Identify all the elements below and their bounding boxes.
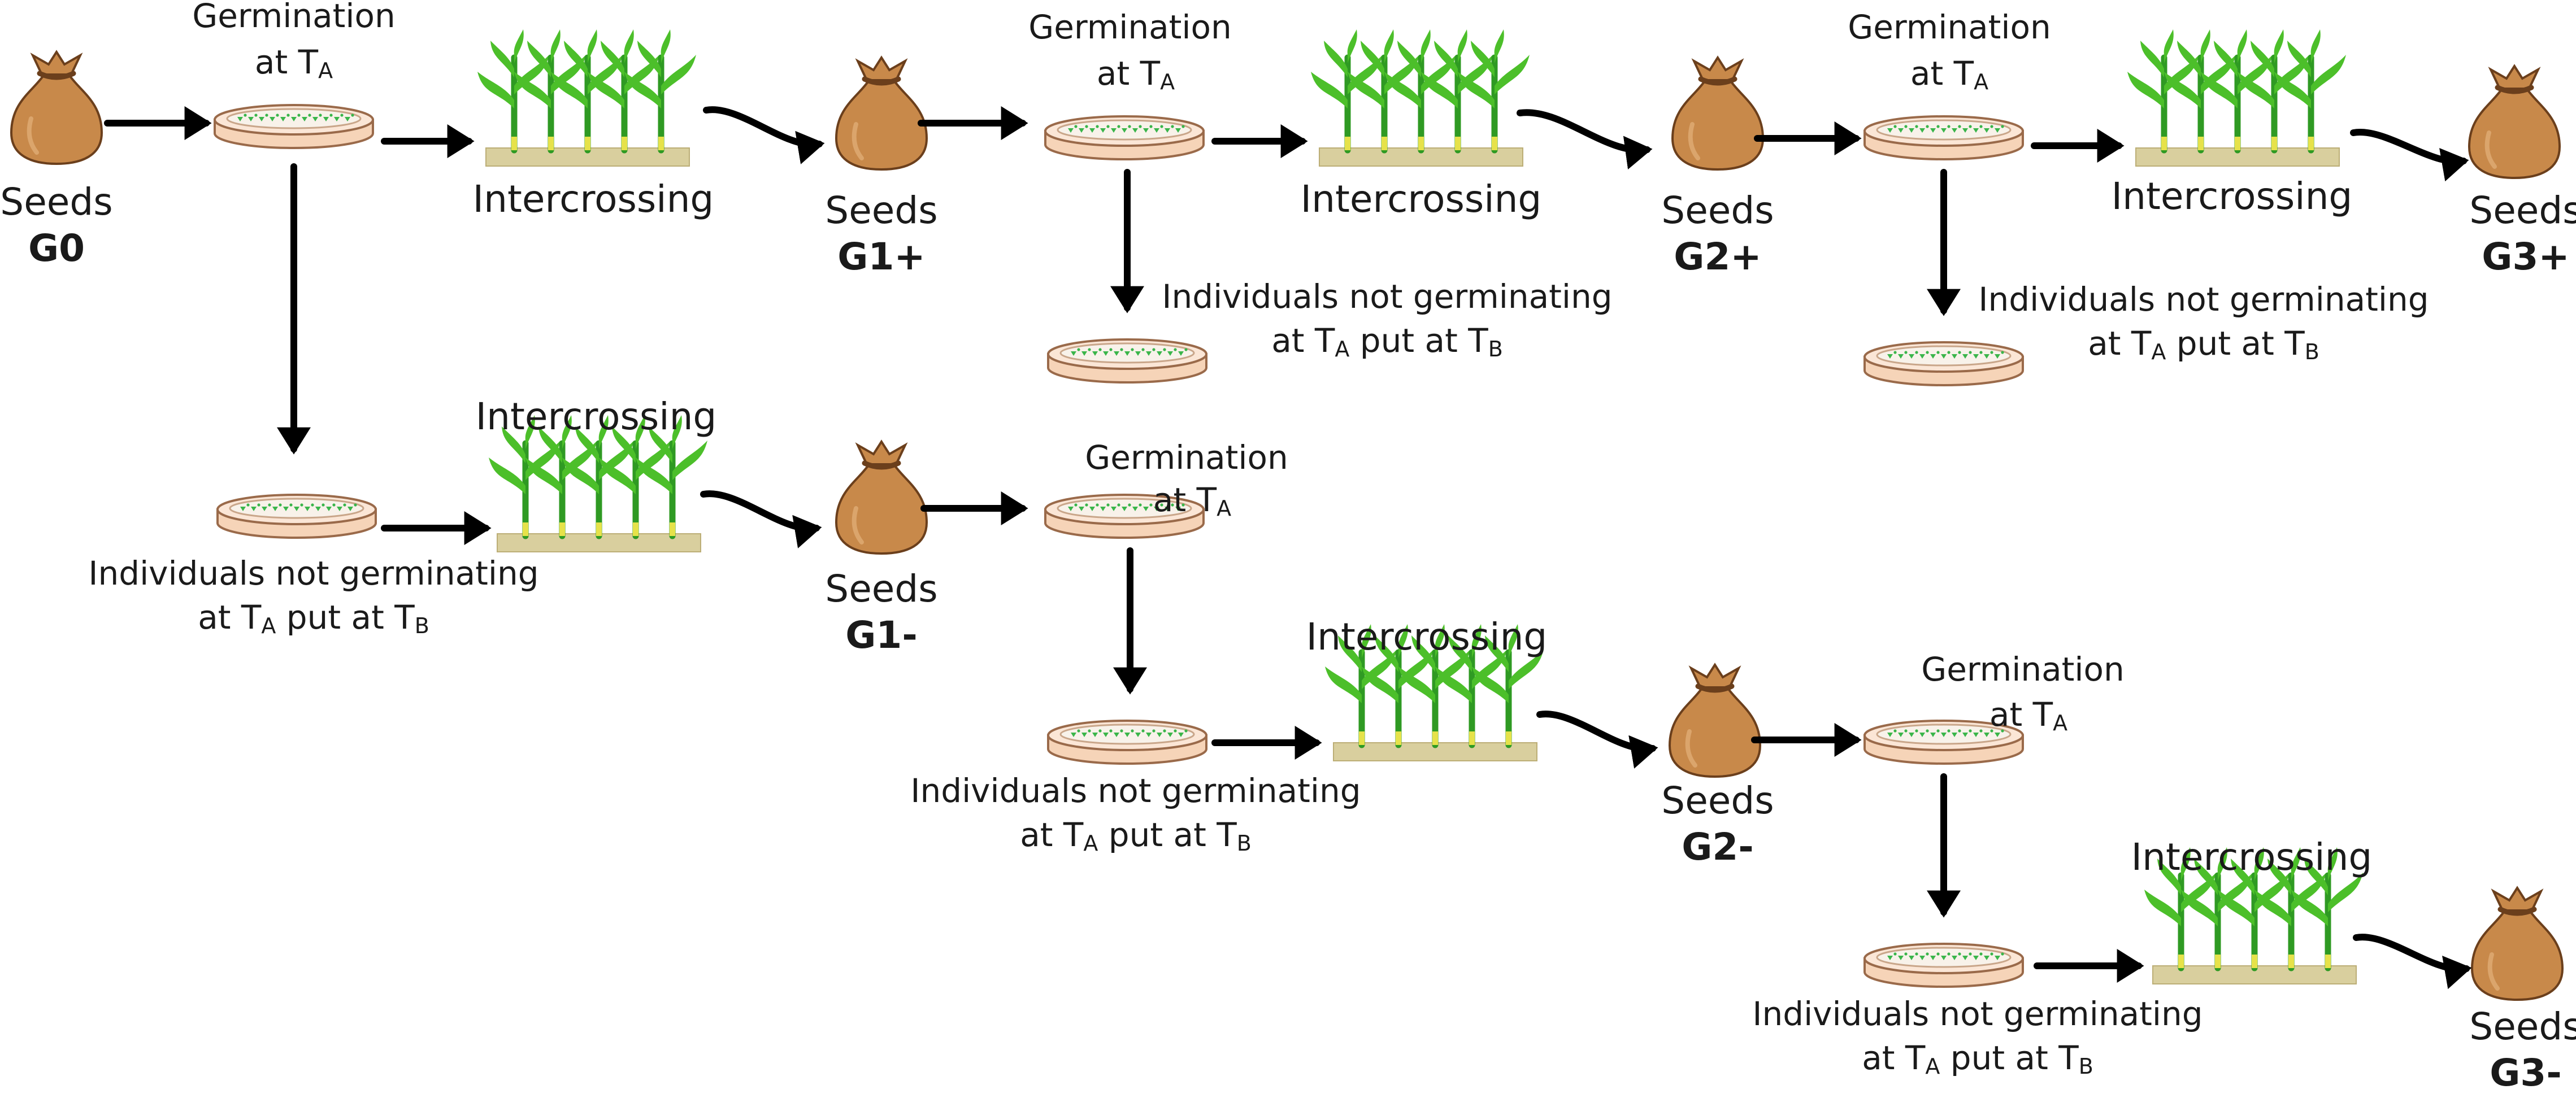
plants-intercrossing-2 [1311,29,1530,167]
g0-seeds-label: Seeds [0,180,112,224]
plants-intercrossing-3 [2127,29,2346,167]
not-germinating-label-3-line2: at TA put at TB [2088,324,2319,364]
g3minus-seeds-label: Seeds [2469,1005,2576,1048]
g1minus-seeds-label: Seeds [825,567,937,611]
seed-bag-g3plus [2468,64,2561,180]
petri-dish-germination-1 [214,104,374,149]
petri-dish-not-germinating-2 [1047,338,1207,384]
plants-intercrossing-4 [489,415,707,552]
petri-dish-germination-5 [1863,720,2024,765]
g2plus-seeds-label: Seeds [1661,189,1774,232]
g2minus-generation-label: G2- [1682,825,1754,869]
petri-dish-germination-4 [1044,494,1205,539]
arrow-intercrossing-to-g1plus [703,106,825,164]
g2plus-generation-label: G2+ [1674,235,1761,278]
not-germinating-label-4-line2: at TA put at TB [1020,816,1252,856]
intercrossing-label-6: Intercrossing [2131,835,2373,879]
petri-dish-not-germinating-5 [1863,943,2024,988]
not-germinating-label-2-line2: at TA put at TB [1271,321,1503,361]
plants-intercrossing-6 [2144,847,2363,984]
seed-bag-g2minus [1668,663,1762,778]
g1plus-generation-label: G1+ [837,235,925,278]
seed-bag-g1plus [835,55,928,171]
not-germinating-label-1-line1: Individuals not germinating [88,554,538,592]
intercrossing-label-2: Intercrossing [1301,177,1542,221]
intercrossing-label-5: Intercrossing [1306,615,1548,659]
arrow-intercrossing-to-g3minus [2353,934,2472,990]
arrow-intercrossing-to-g2plus [1517,109,1653,169]
germination-label-2: Germination [1028,8,1231,46]
intercrossing-label-1: Intercrossing [473,177,714,221]
at-ta-label-4: at TA [1153,481,1231,521]
g3minus-generation-label: G3- [2490,1051,2562,1095]
at-ta-label-1: at TA [255,43,333,83]
germination-label-5: Germination [1921,650,2124,689]
petri-dish-not-germinating-3 [1863,341,2024,386]
petri-dish-germination-3 [1863,115,2024,160]
seed-bag-g1minus [835,439,928,555]
g0-generation-label: G0 [28,226,85,270]
not-germinating-label-4-line1: Individuals not germinating [910,772,1361,810]
germination-label-4: Germination [1085,438,1288,477]
arrow-intercrossing-to-g2minus [1536,711,1658,769]
g3plus-seeds-label: Seeds [2469,189,2576,232]
not-germinating-label-2-line1: Individuals not germinating [1162,277,1612,316]
not-germinating-label-5-line1: Individuals not germinating [1752,995,2203,1033]
plants-intercrossing-1 [477,29,696,167]
petri-dish-germination-2 [1044,115,1205,160]
seed-bag-g0 [10,50,103,165]
not-germinating-label-1-line2: at TA put at TB [198,598,429,638]
seed-bag-g3minus [2470,886,2564,1001]
g2minus-seeds-label: Seeds [1661,779,1774,822]
germination-label-1: Germination [192,0,395,35]
not-germinating-label-3-line1: Individuals not germinating [1978,280,2429,319]
intercrossing-label-3: Intercrossing [2112,175,2353,218]
seed-bag-g2plus [1671,55,1765,171]
g1plus-seeds-label: Seeds [825,189,937,232]
at-ta-label-3: at TA [1910,54,1988,94]
petri-dish-not-germinating-1 [216,494,377,539]
petri-dish-not-germinating-4 [1047,720,1207,765]
at-ta-label-2: at TA [1097,54,1175,94]
plants-intercrossing-5 [1325,624,1544,761]
intercrossing-label-4: Intercrossing [476,395,717,438]
arrow-intercrossing-to-g3plus [2350,129,2469,182]
germination-label-3: Germination [1848,8,2051,46]
g1minus-generation-label: G1- [845,613,918,657]
at-ta-label-5: at TA [1989,695,2067,735]
arrow-intercrossing-to-g1minus [700,490,822,548]
g3plus-generation-label: G3+ [2482,235,2569,278]
not-germinating-label-5-line2: at TA put at TB [1862,1039,2093,1079]
